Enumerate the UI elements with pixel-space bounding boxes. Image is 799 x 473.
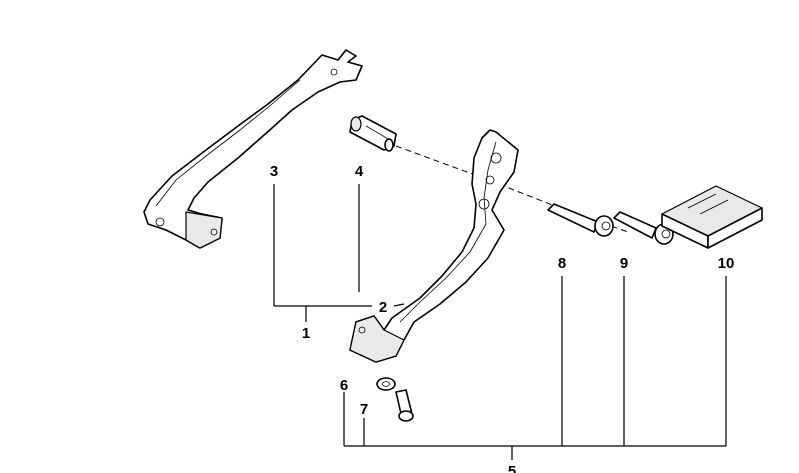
- callout-1: 1: [302, 325, 310, 342]
- callout-10: 10: [718, 255, 735, 272]
- callout-9: 9: [620, 255, 628, 272]
- washer-part-6[interactable]: [376, 377, 396, 391]
- callout-4: 4: [355, 163, 364, 180]
- callout-2: 2: [379, 299, 387, 316]
- callout-6: 6: [340, 377, 348, 394]
- callout-8: 8: [558, 255, 566, 272]
- pin-part-4[interactable]: [349, 115, 397, 152]
- screw-part-8[interactable]: [547, 203, 614, 237]
- bracket-part-2[interactable]: [349, 129, 519, 363]
- strut-arm-part-3[interactable]: [143, 49, 363, 249]
- callout-3: 3: [270, 163, 278, 180]
- callout-5: 5: [508, 463, 516, 473]
- callout-7: 7: [360, 401, 368, 418]
- bolt-part-7[interactable]: [395, 389, 414, 422]
- leader-lines: [273, 184, 727, 460]
- manual-part-10[interactable]: [661, 185, 763, 249]
